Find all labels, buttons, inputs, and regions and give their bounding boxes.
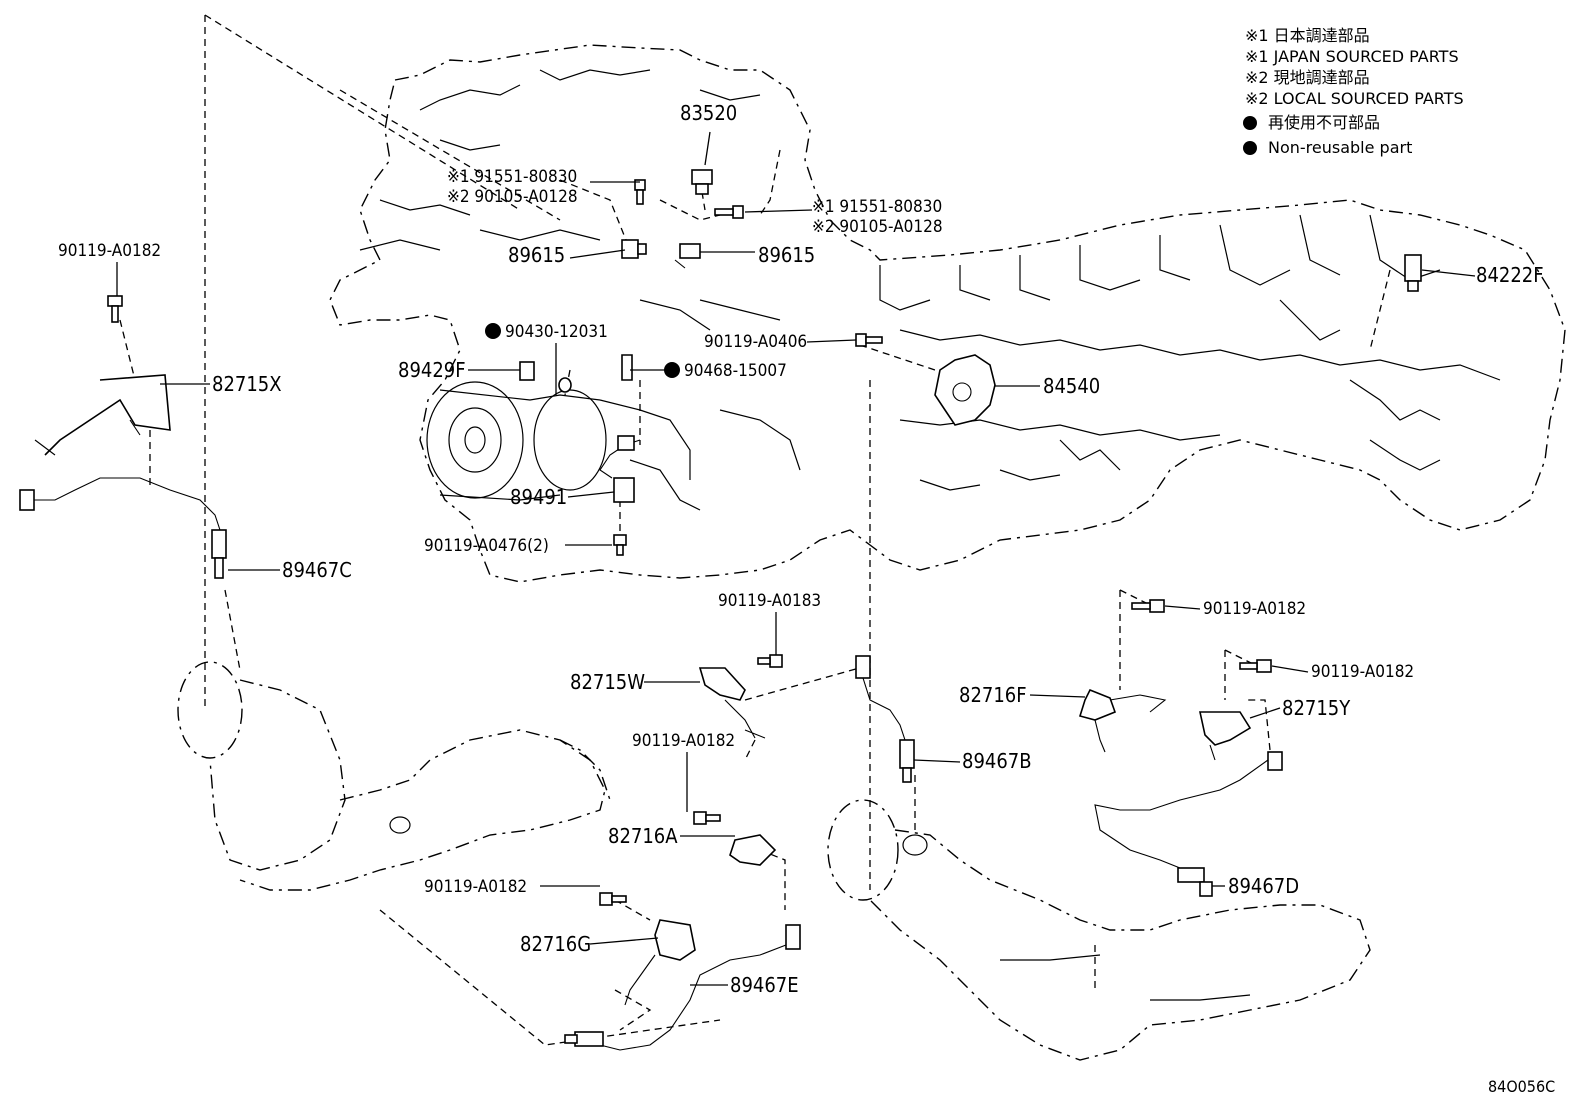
legend-line-4: ※2 LOCAL SOURCED PARTS bbox=[1245, 89, 1464, 108]
callout-91551-80830-b: ※1 91551-80830 bbox=[812, 197, 942, 217]
left-catalytic-converter bbox=[177, 661, 611, 891]
sensor-84540 bbox=[934, 354, 996, 426]
oxygen-sensor-89467b bbox=[855, 655, 915, 783]
callout-90119-a0182-right-1: 90119-A0182 bbox=[1203, 599, 1306, 619]
callout-90105-a0128-a: ※2 90105-A0128 bbox=[447, 187, 578, 207]
callout-90119-a0182-bottom: 90119-A0182 bbox=[424, 877, 527, 897]
bolt-icon bbox=[693, 811, 721, 825]
callout-89429f: 89429F bbox=[398, 358, 466, 382]
guide-lines bbox=[119, 14, 1391, 1046]
bolt-icon bbox=[107, 295, 123, 323]
callout-90119-a0406: 90119-A0406 bbox=[704, 332, 807, 352]
sensor-89429f bbox=[519, 361, 535, 381]
callout-89467e: 89467E bbox=[730, 973, 799, 997]
callout-90119-a0182-top-left: 90119-A0182 bbox=[58, 241, 161, 261]
bolt-icon bbox=[1131, 599, 1165, 613]
bracket-82716g bbox=[624, 919, 696, 1006]
callout-82716g: 82716G bbox=[520, 932, 591, 956]
gasket-icon bbox=[558, 377, 572, 393]
sensor-89491 bbox=[599, 435, 641, 503]
callout-89467b: 89467B bbox=[962, 749, 1032, 773]
callout-83520: 83520 bbox=[680, 101, 737, 125]
callout-82716a: 82716A bbox=[608, 824, 678, 848]
callout-labels: 83520 ※1 91551-80830 ※2 90105-A0128 ※1 9… bbox=[58, 101, 1544, 997]
bolt-icon bbox=[757, 654, 783, 668]
sensor-89615-right bbox=[674, 243, 701, 269]
bracket-82716a bbox=[729, 834, 777, 866]
filled-circle-icon bbox=[485, 323, 501, 339]
bolt-icon bbox=[714, 205, 744, 219]
bracket-82716f bbox=[1078, 688, 1167, 753]
legend-line-3: ※2 現地調達部品 bbox=[1245, 68, 1370, 87]
callout-89615-left: 89615 bbox=[508, 243, 565, 267]
filled-circle-icon bbox=[1243, 116, 1257, 130]
legend-line-2: ※1 JAPAN SOURCED PARTS bbox=[1245, 47, 1459, 66]
sensor-84222f bbox=[1404, 254, 1422, 292]
callout-84222f: 84222F bbox=[1476, 263, 1544, 287]
callout-82716f: 82716F bbox=[959, 683, 1027, 707]
legend-line-6: Non-reusable part bbox=[1268, 138, 1412, 157]
callout-84540: 84540 bbox=[1043, 374, 1100, 398]
callout-89491: 89491 bbox=[510, 485, 567, 509]
legend-line-5: 再使用不可部品 bbox=[1268, 113, 1380, 132]
callout-90119-a0183: 90119-A0183 bbox=[718, 591, 821, 611]
callout-82715w: 82715W bbox=[570, 670, 645, 694]
callout-89467c: 89467C bbox=[282, 558, 352, 582]
bracket-82715w bbox=[698, 667, 766, 739]
bolt-icon bbox=[599, 892, 627, 906]
filled-circle-icon bbox=[664, 362, 680, 378]
engine-transmission-outline bbox=[329, 44, 1566, 583]
callout-90105-a0128-b: ※2 90105-A0128 bbox=[812, 217, 943, 237]
legend: ※1 日本調達部品 ※1 JAPAN SOURCED PARTS ※2 現地調達… bbox=[1243, 26, 1464, 157]
oxygen-sensor-89467c bbox=[19, 477, 227, 579]
callout-90430-12031: 90430-12031 bbox=[505, 322, 608, 342]
oxygen-sensor-89467e bbox=[564, 924, 801, 1051]
bracket-82715x bbox=[34, 374, 171, 456]
leader-lines bbox=[116, 131, 1476, 986]
callout-90119-a0182-right-2: 90119-A0182 bbox=[1311, 662, 1414, 682]
callout-90119-a0476: 90119-A0476(2) bbox=[424, 536, 549, 556]
callout-90468-15007: 90468-15007 bbox=[684, 361, 787, 381]
bracket-82715y bbox=[1199, 711, 1252, 761]
switch-83520 bbox=[691, 169, 713, 195]
bolt-icon bbox=[1239, 659, 1272, 673]
callout-82715y: 82715Y bbox=[1282, 696, 1351, 720]
diagram-code: 84O056C bbox=[1488, 1077, 1555, 1096]
oxygen-sensor-89467d bbox=[1094, 751, 1283, 897]
legend-line-1: ※1 日本調達部品 bbox=[1245, 26, 1370, 45]
right-catalytic-converter bbox=[827, 799, 1371, 1061]
filled-circle-icon bbox=[1243, 141, 1257, 155]
callout-89467d: 89467D bbox=[1228, 874, 1299, 898]
clip-90468 bbox=[621, 354, 633, 381]
parts bbox=[19, 169, 1422, 1051]
callout-89615-right: 89615 bbox=[758, 243, 815, 267]
sensor-89615-left bbox=[621, 239, 647, 259]
callout-90119-a0182-middle: 90119-A0182 bbox=[632, 731, 735, 751]
bolt-icon bbox=[634, 179, 646, 205]
bolt-icon bbox=[613, 534, 627, 556]
callout-82715x: 82715X bbox=[212, 372, 282, 396]
callout-91551-80830-a: ※1 91551-80830 bbox=[447, 167, 577, 187]
bolt-icon bbox=[855, 333, 883, 347]
